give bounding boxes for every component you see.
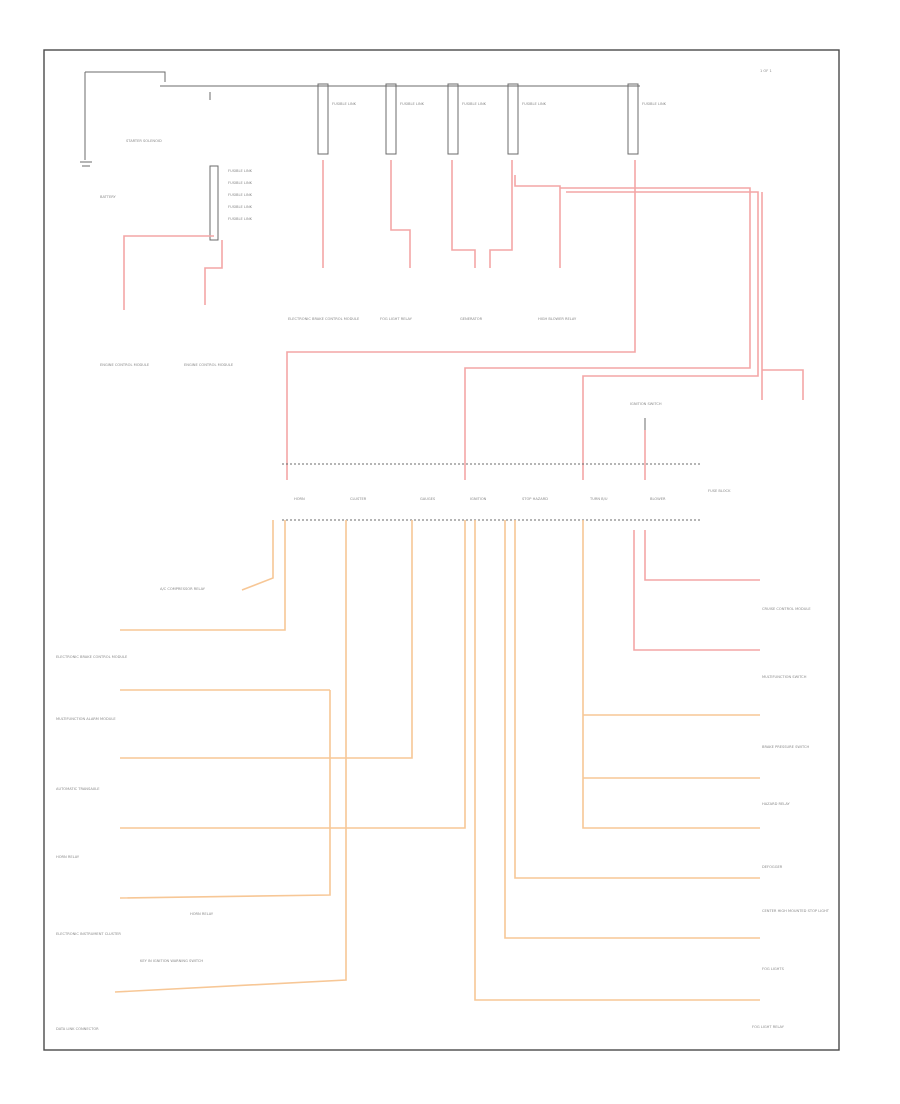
battery-label: BATTERY [100, 195, 117, 199]
component-high-blower: HIGH BLOWER RELAY [538, 317, 577, 321]
fusible-link-label-1: FUSIBLE LINK [400, 102, 425, 106]
fuse-turn: TURN B/U [589, 497, 608, 501]
stack-label-1: FUSIBLE LINK [228, 181, 253, 185]
fuse-blower: BLOWER [650, 497, 666, 501]
left-components: ENGINE CONTROL MODULE ENGINE CONTROL MOD… [100, 363, 234, 367]
load-multifunction-alarm: MULTIFUNCTION ALARM MODULE [56, 717, 116, 721]
page-id: 1 OF 1 [760, 69, 772, 73]
component-fog-relay: FOG LIGHT RELAY [380, 317, 413, 321]
load-chmsl: CENTER HIGH MOUNTED STOP LIGHT [762, 909, 830, 913]
load-brake-pressure: BRAKE PRESSURE SWITCH [762, 745, 809, 749]
load-fog-lights: FOG LIGHTS [762, 967, 785, 971]
red-wires-upper [123, 160, 804, 480]
stack-label-0: FUSIBLE LINK [228, 169, 253, 173]
bottom-right-label: FOG LIGHT RELAY [752, 1025, 785, 1029]
fusible-link-label-3: FUSIBLE LINK [522, 102, 547, 106]
component-ecm-2: ENGINE CONTROL MODULE [184, 363, 234, 367]
right-loads: CRUISE CONTROL MODULE MULTIFUNCTION SWIT… [752, 607, 830, 1029]
load-horn-relay: HORN RELAY [56, 855, 80, 859]
starter-solenoid-label: STARTER SOLENOID [126, 139, 162, 143]
load-defogger: DEFOGGER [762, 865, 783, 869]
load-hazard-relay: HAZARD RELAY [762, 802, 791, 806]
fuse-stop-hazard: STOP HAZARD [522, 497, 548, 501]
fuse-ignition: IGNITION [470, 497, 487, 501]
fusible-link-label-0: FUSIBLE LINK [332, 102, 357, 106]
component-ebcm: ELECTRONIC BRAKE CONTROL MODULE [288, 317, 360, 321]
load-ebcm: ELECTRONIC BRAKE CONTROL MODULE [56, 655, 128, 659]
stack-label-2: FUSIBLE LINK [228, 193, 253, 197]
fusible-link-label-4: FUSIBLE LINK [642, 102, 667, 106]
top-fusible-links: FUSIBLE LINK FUSIBLE LINK FUSIBLE LINK F… [317, 83, 667, 155]
relay-note: HORN RELAY [190, 912, 214, 916]
ignition-switch-label: IGNITION SWITCH [630, 402, 662, 406]
bottom-left-label: DATA LINK CONNECTOR [56, 1027, 99, 1031]
load-multifunction-switch: MULTIFUNCTION SWITCH [762, 675, 807, 679]
fusible-link-stack: FUSIBLE LINK FUSIBLE LINK FUSIBLE LINK F… [209, 165, 253, 241]
stack-label-4: FUSIBLE LINK [228, 217, 253, 221]
fuse-gauges: GAUGES [420, 497, 436, 501]
stack-label-3: FUSIBLE LINK [228, 205, 253, 209]
load-key-warning: KEY IN IGNITION WARNING SWITCH [140, 959, 203, 963]
fuse-block-title: FUSE BLOCK [708, 489, 731, 493]
diagram-frame [43, 49, 840, 1051]
component-generator: GENERATOR [460, 317, 483, 321]
left-loads: A/C COMPRESSOR RELAY ELECTRONIC BRAKE CO… [56, 587, 214, 1031]
orange-wires [114, 520, 760, 1001]
red-wires-lower [633, 530, 760, 651]
load-cruise-control: CRUISE CONTROL MODULE [762, 607, 811, 611]
fusible-link-label-2: FUSIBLE LINK [462, 102, 487, 106]
fuse-cluster: CLUSTER [350, 497, 367, 501]
load-auto-transaxle: AUTOMATIC TRANSAXLE [56, 787, 100, 791]
fuse-horn: HORN [294, 497, 305, 501]
fuse-block: FUSE BLOCK HORN CLUSTER GAUGES IGNITION … [282, 402, 731, 521]
load-instrument-cluster: ELECTRONIC INSTRUMENT CLUSTER [56, 932, 121, 936]
battery-symbol: BATTERY STARTER SOLENOID [80, 71, 640, 199]
top-components: ELECTRONIC BRAKE CONTROL MODULE FOG LIGH… [288, 317, 577, 321]
component-ecm-1: ENGINE CONTROL MODULE [100, 363, 150, 367]
load-ac-relay: A/C COMPRESSOR RELAY [160, 587, 206, 591]
